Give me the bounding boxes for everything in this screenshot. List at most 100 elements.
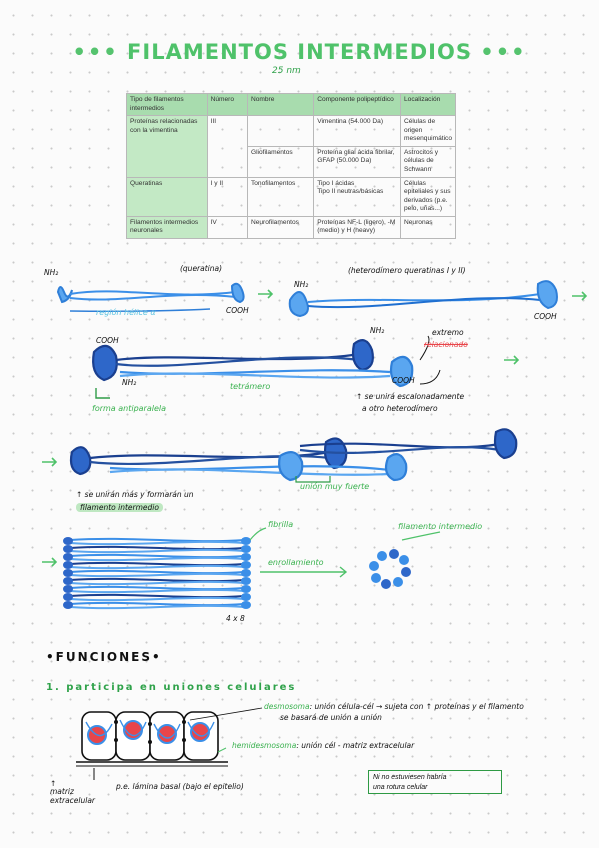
dimer-label: (heterodímero queratinas I y II): [348, 266, 466, 275]
cell-nombre: Gliofilamentos: [246, 145, 315, 178]
dimer-cooh: COOH: [534, 312, 557, 321]
cell-tipo: Queratinas: [126, 176, 208, 217]
head-domain: [241, 601, 251, 609]
arrow-icon: [258, 289, 274, 299]
fibrilla-label: fibrilla: [268, 520, 294, 529]
table-row: Queratinas I y II Tonofilamentos Tipo I …: [126, 176, 457, 217]
cell-localizacion: Células de origen mesenquimático: [399, 115, 457, 147]
title-dots-right: •••: [480, 40, 527, 64]
subtitle: 25 nm: [272, 66, 301, 76]
proto-note-line2: filamento intermedio: [76, 503, 163, 512]
table-row: Filamentos intermedios neuronales IV Neu…: [126, 215, 457, 239]
cell-nombre: [246, 115, 315, 147]
protofilament-strand: [69, 593, 245, 599]
paralel-label: forma antiparalela: [92, 404, 167, 413]
matriz-word2: extracelular: [50, 795, 96, 805]
bundle-shape: [63, 537, 251, 610]
table-row: Gliofilamentos Proteína glial ácida fibr…: [127, 145, 457, 178]
head-domain: [241, 553, 251, 561]
protofilament-strand: [69, 545, 245, 551]
hemidesmosoma-term: hemidesmosoma: [232, 741, 297, 750]
cell-componente: Proteínas NF-L (ligero), -M (medio) y H …: [313, 215, 401, 239]
bracket-icon: [249, 527, 267, 541]
note-line1: Ni no estuviesen habría: [373, 774, 447, 781]
title-text: FILAMENTOS INTERMEDIOS: [127, 40, 472, 64]
arrow-icon: [42, 457, 58, 467]
protofilament-strand: [69, 561, 245, 567]
protofilament-strand: [69, 580, 245, 586]
header-localizacion: Localización: [399, 92, 457, 117]
head-domain: [63, 561, 73, 569]
header-numero: Número: [206, 92, 248, 117]
protofilament-strand: [69, 604, 245, 610]
desmosoma-line: desmosoma: unión célula-cél → sujeta con…: [264, 702, 584, 711]
dimer-shape: [288, 280, 558, 318]
page-title: ••• FILAMENTOS INTERMEDIOS •••: [0, 40, 599, 64]
cell-localizacion: Astrocitos y células de Schwann: [399, 145, 457, 178]
head-domain: [241, 569, 251, 577]
cell-nombre: Tonofilamentos: [246, 176, 315, 217]
cell-componente: Proteína glial ácida fibrilar, GFAP (50.…: [313, 145, 401, 178]
header-tipo: Tipo de filamentos intermedios: [126, 92, 208, 117]
cell-localizacion: Neuronas: [399, 215, 457, 239]
protofilament-strand: [69, 572, 245, 578]
cell-numero: III: [206, 115, 248, 178]
funciones-heading: •FUNCIONES•: [46, 650, 162, 664]
tetramer-label: tetrámero: [230, 382, 271, 391]
head-domain: [63, 553, 73, 561]
arrow-icon: [42, 557, 58, 567]
monomer-cooh: COOH: [226, 306, 249, 315]
table-header-row: Tipo de filamentos intermedios Número No…: [126, 92, 457, 117]
desmosoma-text2: se basará de unión a unión: [280, 713, 382, 722]
extremo-line1: extremo: [432, 328, 464, 337]
title-dots-left: •••: [72, 40, 119, 64]
head-domain: [241, 537, 251, 545]
note-box: Ni no estuviesen habría una rotura celul…: [368, 770, 502, 794]
tetramer-note-line1: ↑ se unirá escalonadamente: [356, 392, 465, 401]
protofilament-strand: [69, 596, 245, 602]
protofilament-strand: [69, 537, 245, 543]
bundle-count: 4 x 8: [226, 614, 245, 623]
tetramer-cooh-right: COOH: [392, 376, 415, 385]
hemidesmosoma-text: : unión cél - matriz extracelular: [296, 741, 415, 750]
arrow-icon: [572, 291, 588, 301]
head-domain: [63, 545, 73, 553]
tetramer-nh2: NH₂: [122, 378, 137, 387]
head-domain: [63, 577, 73, 585]
bracket-icon: [95, 388, 110, 399]
protofilament-shape: [69, 428, 518, 482]
desmosoma-term: desmosoma: [264, 702, 310, 711]
extremo-line2: relacionado: [424, 340, 468, 349]
head-domain: [241, 561, 251, 569]
monomer-region: región hélice α: [96, 308, 156, 317]
cell-tipo: Proteínas relacionadas con la vimentina: [126, 115, 208, 178]
cell-numero: I y II: [206, 176, 248, 217]
dimer-nh2: NH₂: [294, 280, 309, 289]
arrow-icon: [419, 369, 441, 385]
matriz-arrow: ↑: [50, 779, 57, 788]
table-row: Proteínas relacionadas con la vimentina …: [126, 115, 457, 178]
head-domain: [241, 545, 251, 553]
tetramer-shape: [92, 339, 414, 388]
enrollamiento-label: enrollamiento: [268, 558, 324, 567]
desmosoma-text1: : unión célula-cél → sujeta con ↑ proteí…: [309, 702, 524, 711]
cell-nombre: Neurofilamentos: [246, 215, 315, 239]
header-nombre: Nombre: [246, 92, 315, 117]
protofilament-strand: [69, 585, 245, 591]
head-domain: [241, 585, 251, 593]
head-domain: [63, 593, 73, 601]
union-label: unión muy fuerte: [300, 482, 370, 491]
filamento-label: filamento intermedio: [398, 522, 483, 531]
hemidesmosoma-line: hemidesmosoma: unión cél - matriz extrac…: [232, 741, 414, 750]
head-domain: [241, 577, 251, 585]
protofilament-strand: [69, 569, 245, 575]
lamina-label: p.e. lámina basal (bajo el epitelio): [116, 782, 244, 791]
filament-cross-section: [369, 549, 411, 589]
protofilament-strand: [69, 588, 245, 594]
cell-componente: Vimentina (54.000 Da): [313, 115, 401, 147]
header-componente: Componente polipeptídico: [313, 92, 401, 117]
protofilament-strand: [69, 553, 245, 559]
monomer-nh2: NH₂: [44, 268, 59, 277]
head-domain: [241, 593, 251, 601]
filament-table: Tipo de filamentos intermedios Número No…: [126, 92, 457, 239]
